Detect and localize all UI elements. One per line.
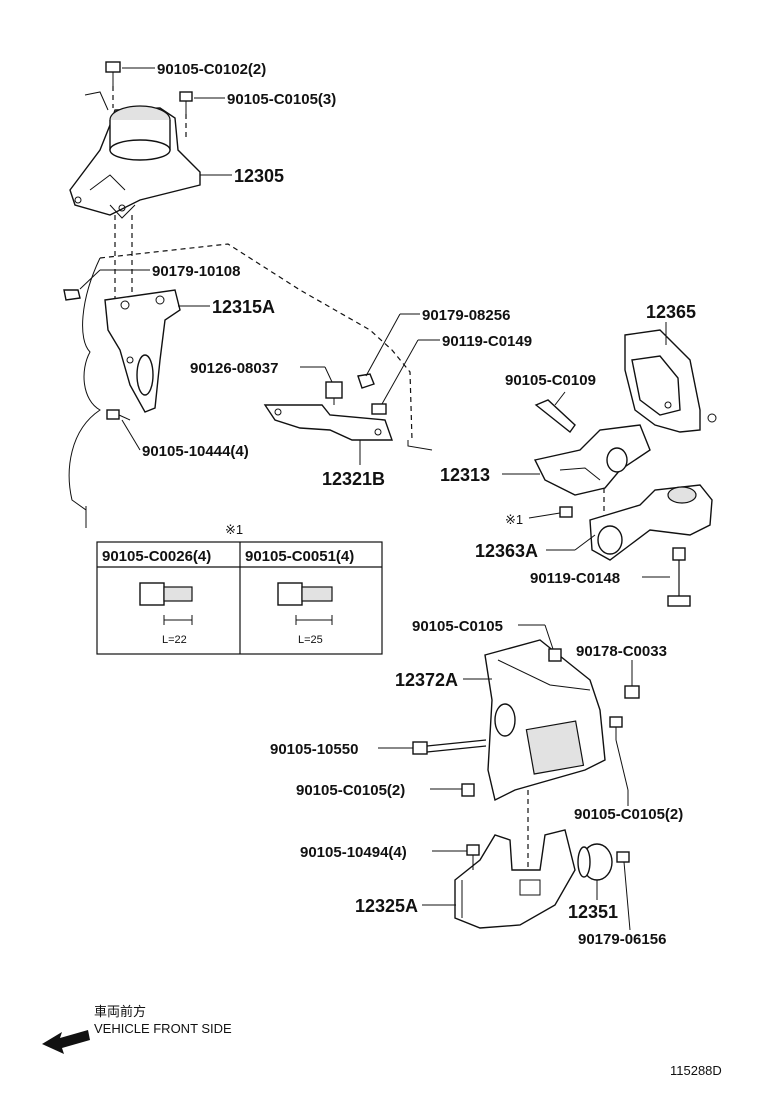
label-12321B: 12321B <box>322 469 385 489</box>
bolt-90119-C0148 <box>667 547 691 607</box>
label-90179-10108: 90179-10108 <box>152 263 240 280</box>
label-12372A: 12372A <box>395 670 458 690</box>
bracket-12325A <box>454 829 576 929</box>
label-90105-C0105-a: 90105-C0105 <box>412 618 503 635</box>
stud-90126-08037 <box>325 381 343 405</box>
bolt-90105-10494 <box>466 844 480 870</box>
label-90119-C0148: 90119-C0148 <box>530 570 620 587</box>
bolt-90105-C0109 <box>534 399 576 434</box>
bolt-illustration-2 <box>277 582 333 625</box>
bracket-12372A <box>484 639 606 880</box>
bolt-note-1 <box>559 506 573 518</box>
part-labels: 90105-C0102(2) 90105-C0105(3) 12305 9017… <box>142 61 696 948</box>
label-90126-08037: 90126-08037 <box>190 360 278 377</box>
label-90105-C0109: 90105-C0109 <box>505 372 596 389</box>
label-90105-C0105-2b: 90105-C0105(2) <box>574 806 683 823</box>
mount-12363A <box>589 484 713 561</box>
length-label-col2: L=25 <box>298 634 323 646</box>
label-90105-10550: 90105-10550 <box>270 741 358 758</box>
label-90105-10444: 90105-10444(4) <box>142 443 249 460</box>
bracket-12315A <box>104 289 181 413</box>
label-12313: 12313 <box>440 465 490 485</box>
arrow-left-icon <box>42 1030 90 1054</box>
front-label-en: VEHICLE FRONT SIDE <box>94 1021 232 1036</box>
figure-id: 115288D <box>670 1063 722 1078</box>
label-12363A: 12363A <box>475 541 538 561</box>
mount-12305 <box>69 91 201 219</box>
bracket-12321B <box>263 404 393 441</box>
label-12325A: 12325A <box>355 896 418 916</box>
bolt-illustration-1 <box>139 582 193 625</box>
label-90179-08256: 90179-08256 <box>422 307 510 324</box>
label-90105-C0105-3: 90105-C0105(3) <box>227 91 336 108</box>
label-12365: 12365 <box>646 302 696 322</box>
label-12305: 12305 <box>234 166 284 186</box>
bolt-90105-10550 <box>412 739 487 755</box>
vehicle-front-indicator: 車両前方 VEHICLE FRONT SIDE <box>42 1004 232 1054</box>
table-header-col2: 90105-C0051(4) <box>245 548 354 565</box>
bushing-12351 <box>577 843 613 881</box>
label-12315A: 12315A <box>212 297 275 317</box>
note-table <box>96 541 383 655</box>
nut-90178-C0033 <box>624 685 640 699</box>
bracket-12313 <box>533 424 651 520</box>
label-90119-C0149: 90119-C0149 <box>442 333 532 350</box>
label-90179-06156: 90179-06156 <box>578 931 666 948</box>
engine-outline <box>68 243 433 528</box>
nut-90179-10108 <box>63 289 81 301</box>
note-mark-table: ※1 <box>225 522 243 537</box>
nut-90179-08256 <box>357 373 375 389</box>
label-90105-10494: 90105-10494(4) <box>300 844 407 861</box>
label-90178-C0033: 90178-C0033 <box>576 643 667 660</box>
bolt-90105-C0105-3 <box>179 91 193 138</box>
bolt-90105-10444 <box>106 409 131 421</box>
note-mark-12313: ※1 <box>505 512 523 527</box>
table-header-col1: 90105-C0026(4) <box>102 548 211 565</box>
bolt-90105-C0105-2a <box>461 783 475 797</box>
length-label-col1: L=22 <box>162 634 187 646</box>
cover-12365 <box>624 329 717 433</box>
label-12351: 12351 <box>568 902 618 922</box>
leader-lines <box>79 67 670 931</box>
label-90105-C0102: 90105-C0102(2) <box>157 61 266 78</box>
front-label-jp: 車両前方 <box>94 1004 146 1019</box>
bolt-90105-C0105-2b <box>609 716 623 740</box>
bolt-90105-C0102 <box>105 61 121 108</box>
bolt-90105-C0105-a <box>548 648 562 662</box>
label-90105-C0105-2a: 90105-C0105(2) <box>296 782 405 799</box>
note-table-text: ※1 90105-C0026(4) 90105-C0051(4) L=22 L=… <box>102 522 354 646</box>
nut-90119-C0149 <box>371 403 387 415</box>
nut-90179-06156 <box>616 851 630 863</box>
